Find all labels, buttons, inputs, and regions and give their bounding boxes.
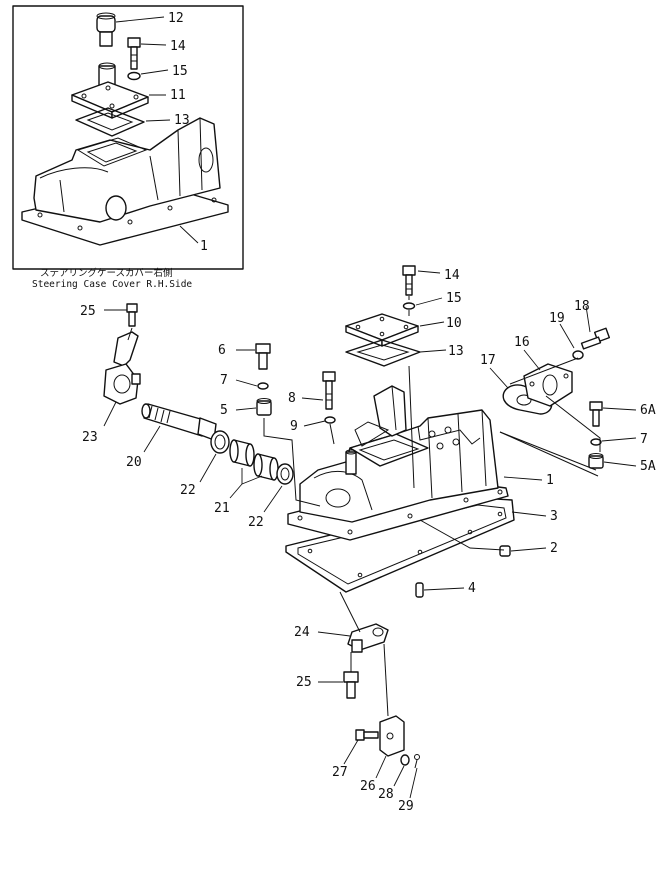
label-28: 28 [378,787,394,802]
label-14: 14 [444,268,460,283]
label-17: 17 [480,353,496,368]
part-27-bolt [355,729,379,741]
part-26-block [379,715,405,757]
label-29: 29 [398,799,414,814]
part-19-washer [572,350,584,360]
leaders [103,270,637,799]
inset-part-13-gasket [75,107,145,137]
label-20: 20 [126,455,142,470]
label-6A: 6A [640,403,656,418]
part-23-lever [103,331,141,405]
part-21-bearing-b [253,453,279,481]
part-21-bearing-a [229,439,255,467]
label-23: 23 [82,430,98,445]
part-5A-nut [588,453,604,469]
label-6: 6 [218,343,226,358]
label-18: 18 [574,299,590,314]
label-3: 3 [550,509,558,524]
inset-part-11-plate [71,62,149,119]
part-25-bolt-lower [343,671,359,699]
label-15: 15 [446,291,462,306]
label-27: 27 [332,765,348,780]
part-9-washer [324,416,336,424]
label-10: 10 [446,316,462,331]
part-7-washer-right [590,438,602,446]
part-20-shaft [141,403,217,441]
label-8: 8 [288,391,296,406]
part-4-pin [415,582,424,598]
inset-part-15-washer [127,71,141,81]
part-16-cover [523,363,573,407]
inset-part-12-cap [96,12,116,47]
label-19: 19 [549,311,565,326]
label-24: 24 [294,625,310,640]
part-6-bolt [255,343,271,370]
inset-label-15: 15 [172,64,188,79]
inset-label-11: 11 [170,88,186,103]
part-6A-bolt [589,401,603,427]
part-10-cover [345,313,419,347]
label-25-upper: 25 [80,304,96,319]
label-22-left: 22 [180,483,196,498]
label-2: 2 [550,541,558,556]
part-17-gasket [502,384,553,415]
inset-label-12: 12 [168,11,184,26]
label-5: 5 [220,403,228,418]
inset-label-13: 13 [174,113,190,128]
label-9: 9 [290,419,298,434]
part-28-washer [400,754,410,766]
guide-lines [127,296,601,717]
inset-rh-side: 12 14 15 11 13 1 ステアリングケースカバー右側 Steering… [12,5,244,290]
label-13: 13 [448,344,464,359]
part-22-seal-left [210,430,230,454]
part-22-seal-right [276,463,294,485]
part-labels: 14 15 10 13 18 19 16 17 6 7 5 8 9 6A 7 5… [80,268,656,814]
inset-frame [12,5,244,270]
inset-part-14-bolt [127,37,141,70]
label-25-lower: 25 [296,675,312,690]
label-4: 4 [468,581,476,596]
label-22-right: 22 [248,515,264,530]
part-5-nut [256,398,272,416]
label-7: 7 [220,373,228,388]
part-18-bolt [580,327,611,350]
inset-caption-en: Steering Case Cover R.H.Side [32,279,192,290]
part-14-bolt [402,265,416,296]
inset-part-1-housing [21,117,229,246]
part-2-plug [499,545,511,557]
part-7-washer [257,382,269,390]
label-1: 1 [546,473,554,488]
part-25-bolt-upper [126,303,138,327]
part-1-housing [287,385,509,541]
label-21: 21 [214,501,230,516]
part-8-bolt [322,371,336,410]
part-24-arm [347,623,389,653]
part-29-pin [414,754,420,769]
inset-label-1: 1 [200,239,208,254]
part-15-washer [402,302,416,310]
label-16: 16 [514,335,530,350]
label-26: 26 [360,779,376,794]
label-5A: 5A [640,459,656,474]
inset-label-14: 14 [170,39,186,54]
inset-caption-jp: ステアリングケースカバー右側 [40,267,173,279]
label-7-right: 7 [640,432,648,447]
